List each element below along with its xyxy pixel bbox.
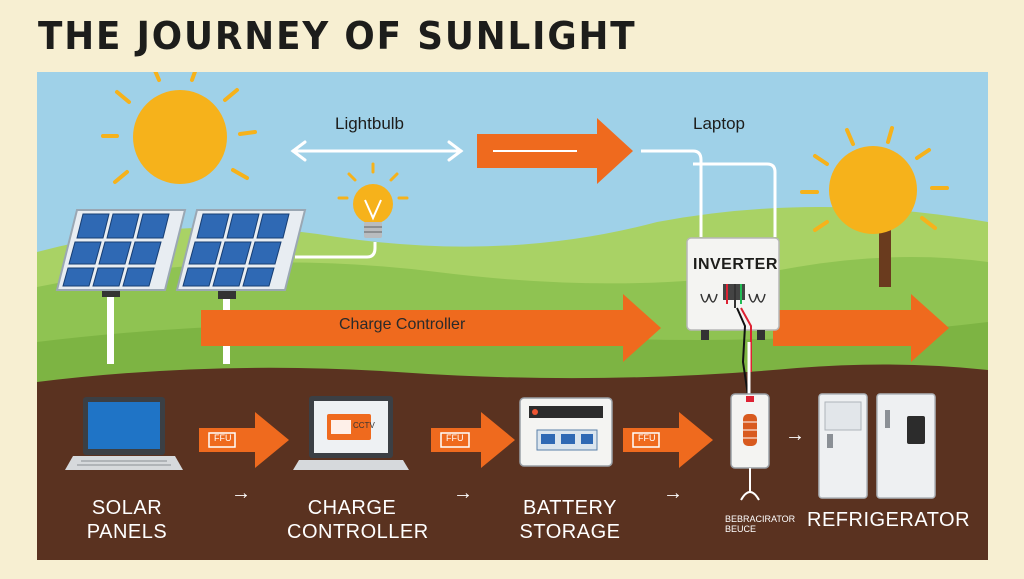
sun-right-icon [800, 126, 949, 287]
battery-storage-icon [519, 397, 613, 467]
battery-line2: STORAGE [519, 521, 621, 543]
flow-arrow-4: → [785, 424, 805, 446]
inverter-label: INVERTER [693, 256, 778, 273]
laptop-label: Laptop [693, 114, 745, 133]
device-line1: BEBRACIRATOR [725, 514, 796, 524]
charge-controller-line1: CHARGE [307, 497, 397, 519]
charge-controller-arrow [201, 294, 661, 362]
inverter-box [686, 237, 780, 403]
solar-panels-label: SOLAR PANELS [77, 496, 177, 544]
bottom-arrow-3 [623, 412, 713, 468]
diagram-scene: Lightbulb Laptop Charge Controller INVER… [37, 72, 988, 560]
arrow-text-3: FFU [638, 433, 656, 443]
bottom-arrow-1 [199, 412, 289, 468]
charge-controller-arrow-label: Charge Controller [339, 316, 466, 333]
device-label: BEBRACIRATOR BEUCE [725, 514, 795, 534]
cc-screen-text: CCTV [353, 421, 375, 430]
sun-left-icon [101, 72, 257, 184]
solar-panels-line1: SOLAR [91, 497, 163, 519]
laptop-icon [65, 397, 183, 470]
battery-line1: BATTERY [523, 497, 617, 519]
device-line2: BEUCE [725, 524, 757, 534]
refrigerator-label: REFRIGERATOR [807, 509, 971, 531]
top-orange-arrow [477, 118, 633, 184]
right-orange-arrow [773, 294, 949, 362]
solar-panel-left [55, 209, 187, 364]
solar-panels-line2: PANELS [86, 521, 168, 543]
laptop-wire [641, 149, 703, 237]
battery-storage-label: BATTERY STORAGE [515, 496, 625, 544]
lightbulb-label: Lightbulb [335, 114, 405, 133]
flow-arrow-3: → [663, 482, 683, 504]
charge-controller-label: CHARGE CONTROLLER [287, 496, 429, 544]
charge-controller-line2: CONTROLLER [287, 521, 429, 543]
arrow-text-1: FFU [214, 433, 232, 443]
bottom-arrow-2 [431, 412, 515, 468]
lightbulb-icon [337, 162, 409, 238]
flow-arrow-2: → [453, 482, 473, 504]
page-title: THE JOURNEY OF SUNLIGHT [38, 14, 637, 58]
refrigerator-icon [818, 393, 936, 499]
charge-controller-icon [293, 396, 409, 470]
flow-arrow-1: → [231, 482, 251, 504]
laptop-wire-2 [693, 162, 777, 237]
arrow-text-2: FFU [446, 433, 464, 443]
double-arrow-icon [290, 140, 464, 162]
diagram-canvas [37, 72, 988, 560]
device-icon [730, 393, 770, 501]
panel-wire [295, 242, 377, 259]
solar-panel-right [175, 209, 307, 364]
